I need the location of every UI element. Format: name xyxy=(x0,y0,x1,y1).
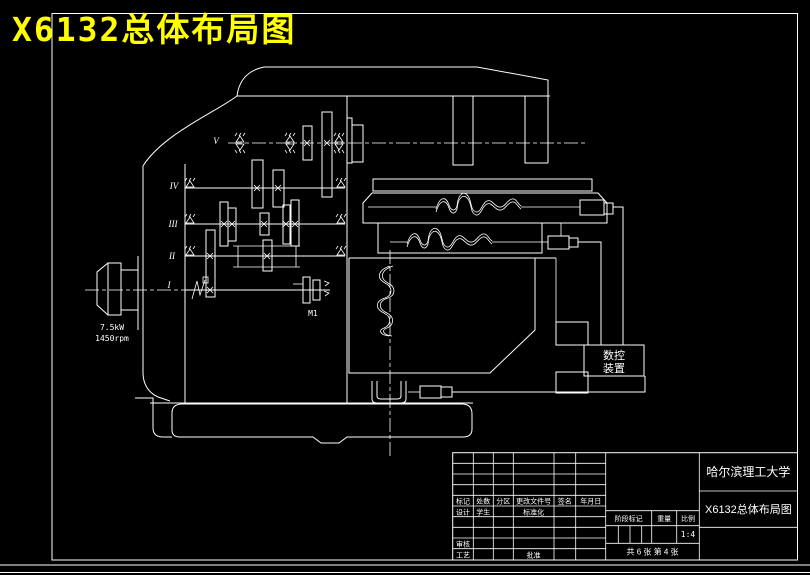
rev-header-mark: 标记 xyxy=(456,497,470,506)
motor-speed-label: 1450rpm xyxy=(95,334,129,343)
drawing-title: X6132总体布局图 xyxy=(705,502,792,516)
rev-header-zone: 分区 xyxy=(496,497,510,506)
check-label: 审核 xyxy=(456,540,470,549)
cnc-label-line1: 数控 xyxy=(603,348,625,362)
page-title: X6132总体布局图 xyxy=(12,10,296,49)
design-label: 设计 xyxy=(456,508,470,517)
sheet-info: 共 6 张 第 4 张 xyxy=(626,547,678,557)
scale-value: 1:4 xyxy=(681,530,696,539)
shaft-centerlines xyxy=(85,142,585,458)
clutch-m1-label: M1 xyxy=(308,309,318,318)
shaft-label-3: III xyxy=(168,219,179,229)
university-name: 哈尔滨理工大学 xyxy=(706,464,790,479)
cnc-label-line2: 装置 xyxy=(603,362,625,375)
approve-label: 批准 xyxy=(527,551,541,560)
standardize-label: 标准化 xyxy=(523,508,544,517)
weight-label: 重量 xyxy=(657,515,671,523)
cnc-wiring: 数控 装置 xyxy=(368,192,646,399)
shaft-label-5: V xyxy=(213,136,220,146)
flex-conduit-y xyxy=(406,227,493,251)
scale-label: 比例 xyxy=(681,514,695,523)
shaft-label-1: I xyxy=(167,280,172,290)
title-block: 标记 处数 分区 更改文件号 签名 年月日 设计 学生 标准化 审核 工艺 批准… xyxy=(452,452,798,561)
designer-name: 学生 xyxy=(476,508,490,517)
rev-header-docno: 更改文件号 xyxy=(516,497,551,506)
stage-mark-label: 阶段标记 xyxy=(615,514,643,523)
drawing-border xyxy=(0,13,810,573)
process-label: 工艺 xyxy=(456,552,470,560)
gear-train xyxy=(184,111,364,304)
shaft-label-2: II xyxy=(168,251,176,261)
cnc-box xyxy=(583,344,645,377)
rev-header-sign: 签名 xyxy=(558,497,572,506)
flex-conduit-z xyxy=(376,265,395,337)
rev-header-date: 年月日 xyxy=(580,497,601,506)
flex-conduit-x xyxy=(435,192,522,216)
rev-header-count: 处数 xyxy=(476,497,490,506)
motor-power-label: 7.5kW xyxy=(100,323,124,332)
machine-labels: 7.5kW 1450rpm M1 I II III IV V xyxy=(95,136,318,343)
shaft-label-4: IV xyxy=(169,181,180,191)
